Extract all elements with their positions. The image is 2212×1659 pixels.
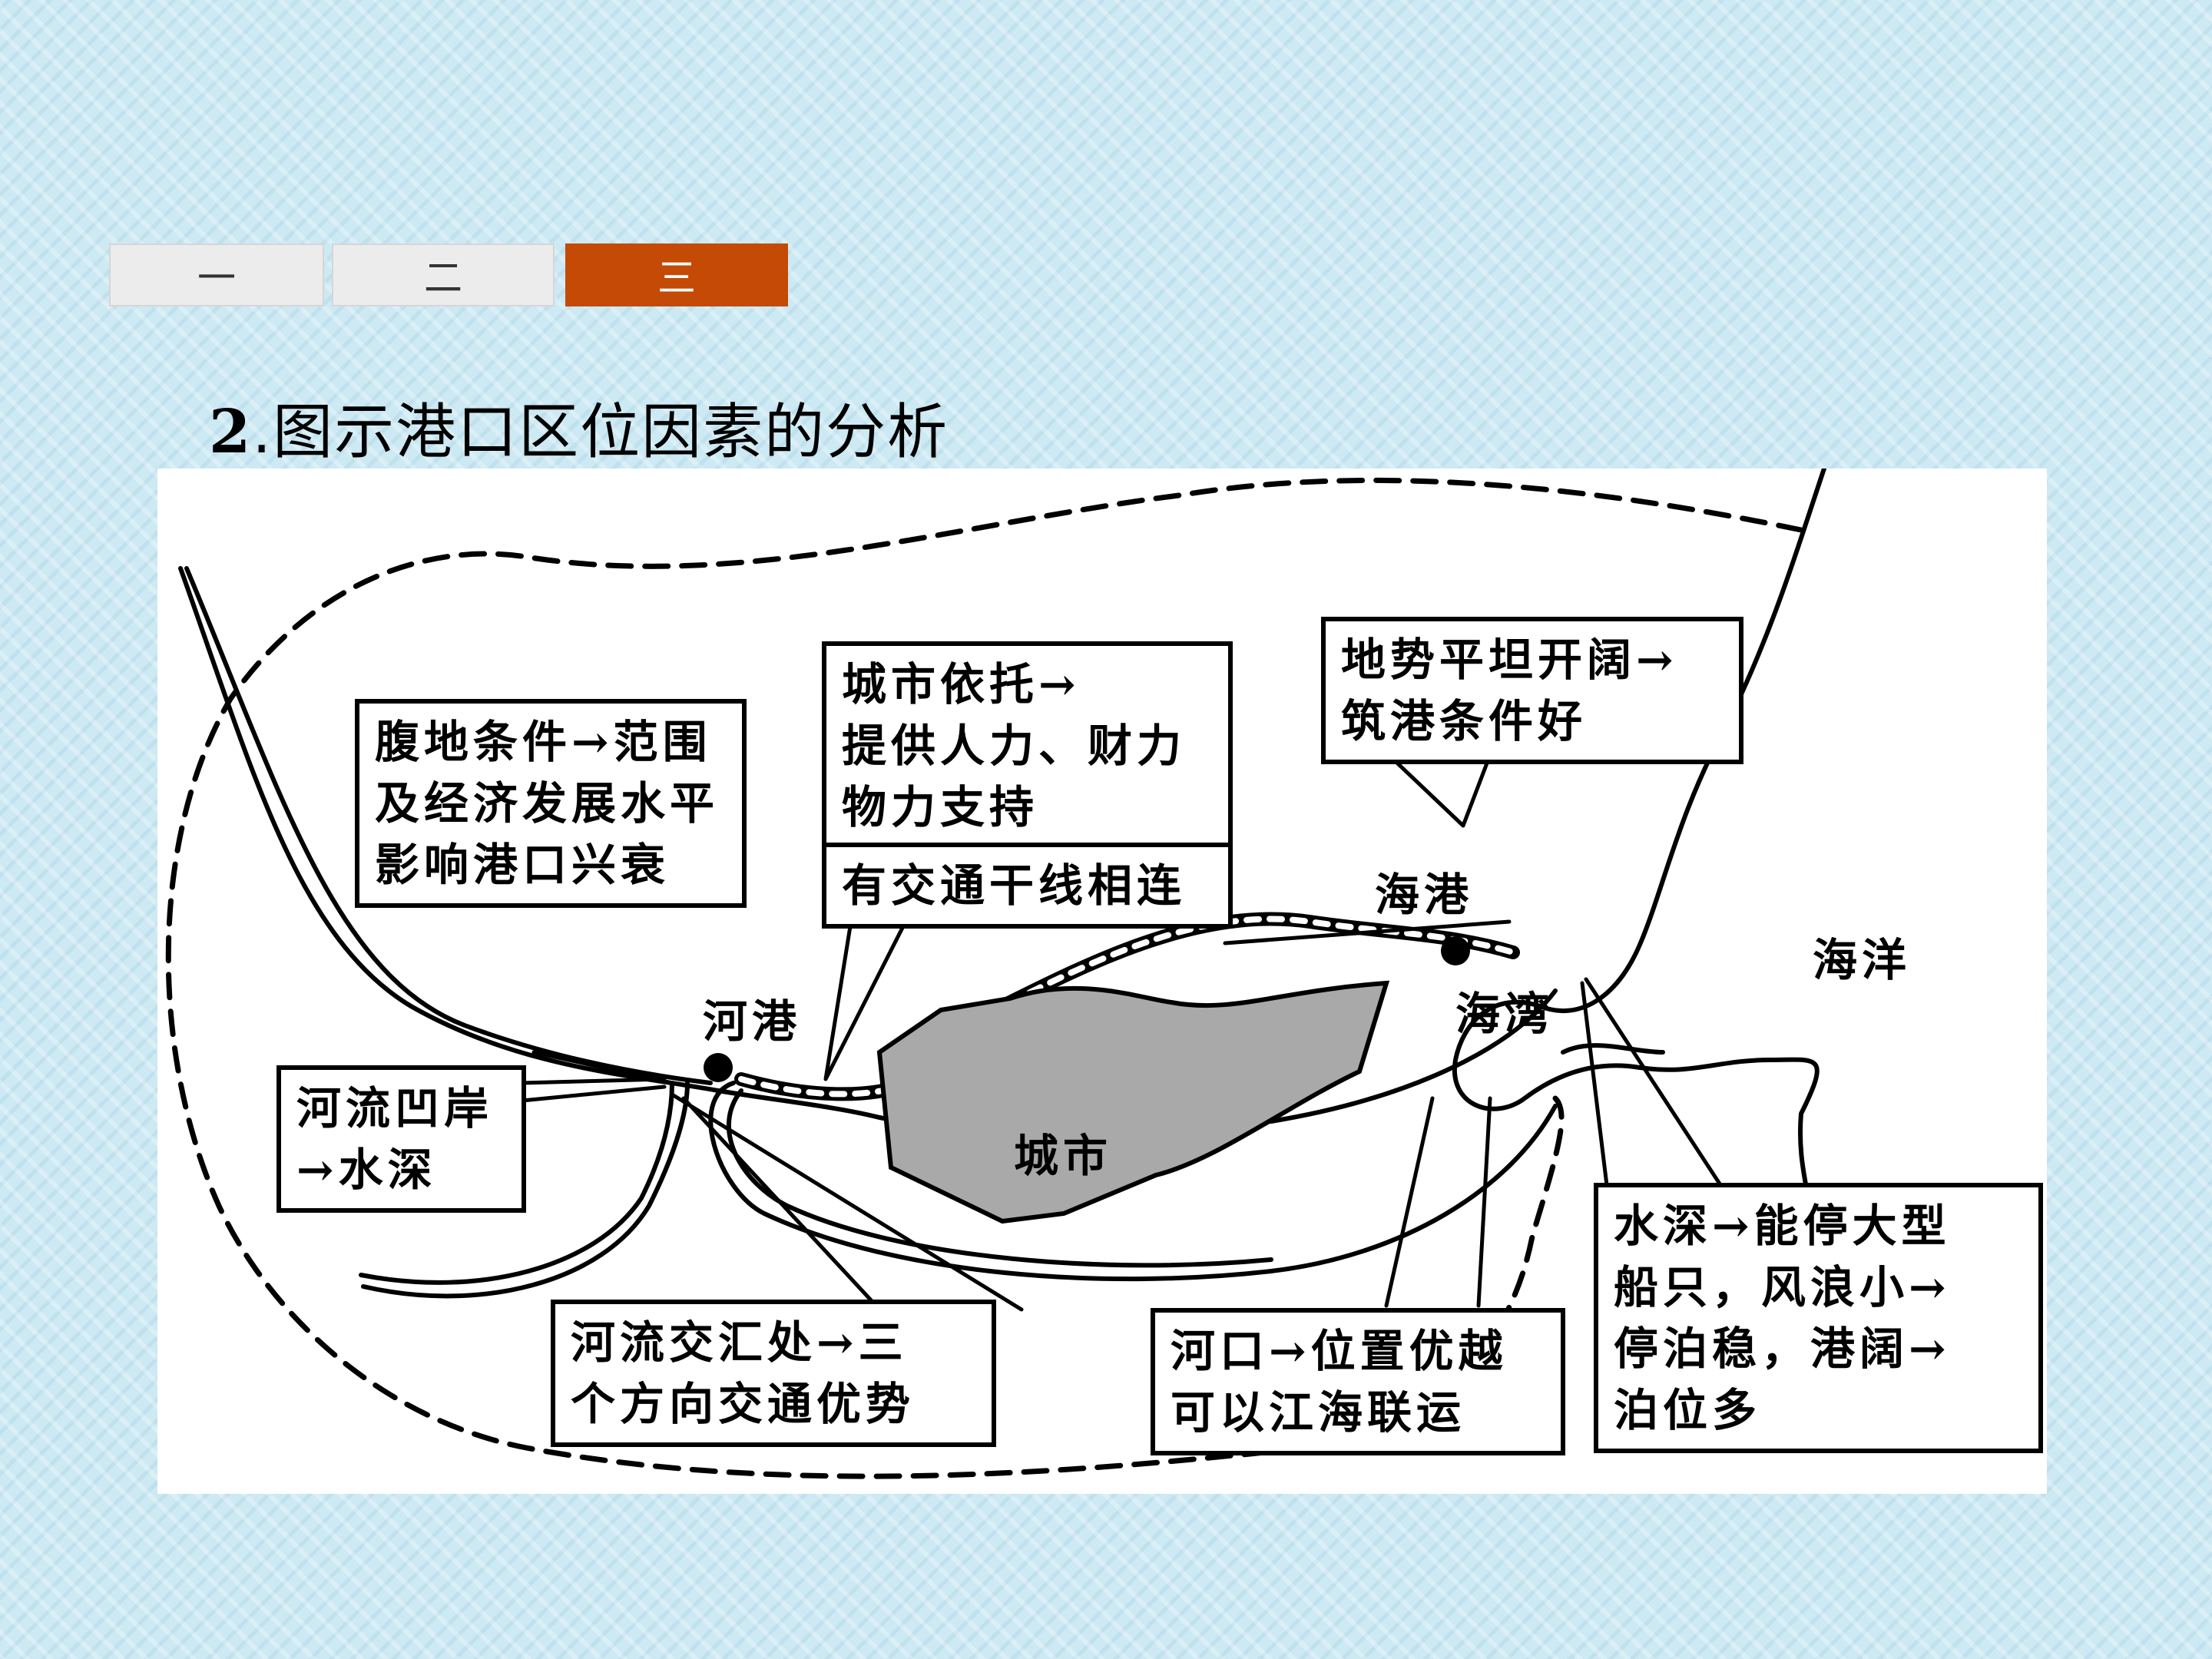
section-title: 2.图示港口区位因素的分析 xyxy=(209,384,949,470)
port-location-diagram: 腹地条件→范围 及经济发展水平 影响港口兴衰 城市依托→ 提供人力、财力 物力支… xyxy=(157,469,2047,1494)
sea-port-marker xyxy=(1441,936,1470,965)
label-ocean: 海洋 xyxy=(1813,934,1912,986)
city-support-box: 城市依托→ 提供人力、财力 物力支持 xyxy=(822,641,1233,850)
river-bank-lower xyxy=(708,1081,1558,1282)
tributary-inner xyxy=(359,1081,674,1285)
label-sea-port: 海港 xyxy=(1375,869,1474,921)
label-river-port: 河港 xyxy=(703,995,802,1048)
railway-ties xyxy=(738,916,1516,1098)
river-bank-upper xyxy=(178,566,1558,1136)
coastline xyxy=(1452,469,1826,1208)
label-city: 城市 xyxy=(1014,1130,1113,1182)
concave-bank-box: 河流凹岸 →水深 xyxy=(276,1065,526,1213)
terrain-box: 地势平坦开阔→ 筑港条件好 xyxy=(1321,617,1743,764)
estuary-box: 河口→位置优越 可以江海联运 xyxy=(1151,1308,1565,1455)
river-bank-upper-inner xyxy=(184,566,713,1085)
tributary-outer xyxy=(361,1081,690,1299)
callout-tail-terrain xyxy=(1384,743,1496,828)
confluence-box: 河流交汇处→三 个方向交通优势 xyxy=(551,1300,996,1447)
tab-3[interactable]: 三 xyxy=(565,243,788,306)
tab-2[interactable]: 二 xyxy=(332,243,555,306)
section-number: 2 xyxy=(209,397,253,467)
coastline-inner xyxy=(1561,1043,1665,1055)
hinterland-box: 腹地条件→范围 及经济发展水平 影响港口兴衰 xyxy=(355,699,747,908)
label-bay: 海湾 xyxy=(1455,988,1555,1040)
river-port-marker xyxy=(704,1053,733,1082)
river-bank-lower-2 xyxy=(726,1088,1273,1268)
tab-1[interactable]: 一 xyxy=(109,243,324,306)
pointer-lines xyxy=(520,919,1777,1316)
transport-box: 有交通干线相连 xyxy=(822,843,1233,929)
deep-water-box: 水深→能停大型 船只，风浪小→ 停泊稳，港阔→ 泊位多 xyxy=(1594,1183,2043,1453)
city-block xyxy=(876,980,1390,1224)
section-title-text: .图示港口区位因素的分析 xyxy=(252,398,949,467)
